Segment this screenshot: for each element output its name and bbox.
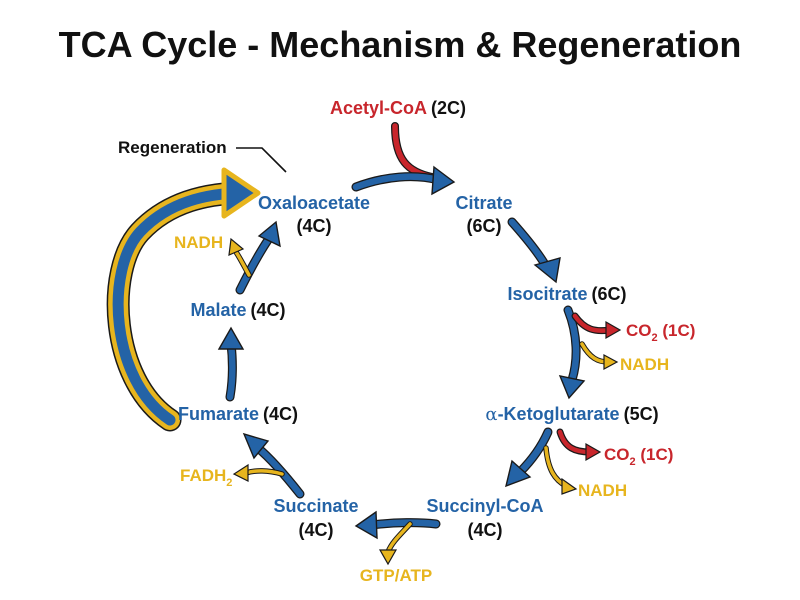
regeneration-pointer-line <box>236 147 287 173</box>
arrow-succinyl-coa-to-succinate <box>354 510 441 540</box>
node-succinate: Succinate (4C) <box>273 496 358 540</box>
citrate-carbons: (6C) <box>467 216 502 236</box>
product-fadh2: FADH2 <box>180 466 232 489</box>
arrow-succinate-to-fumarate <box>242 432 305 499</box>
succinyl-coa-carbons: (4C) <box>468 520 503 540</box>
regeneration-arrow <box>106 167 261 432</box>
oxaloacetate-name: Oxaloacetate <box>258 193 370 213</box>
product-nadh-ketoglutarate: NADH <box>578 481 627 500</box>
arrow-isocitrate-to-ketoglutarate <box>558 305 586 400</box>
arrow-citrate-to-isocitrate <box>507 217 561 284</box>
oxaloacetate-carbons: (4C) <box>297 216 332 236</box>
node-succinyl-coa: Succinyl-CoA (4C) <box>426 496 543 540</box>
node-alpha-ketoglutarate: α-Ketoglutarate(5C) <box>485 404 658 425</box>
succinate-carbons: (4C) <box>299 520 334 540</box>
arrow-malate-to-oxaloacetate <box>235 220 281 295</box>
node-fumarate: Fumarate(4C) <box>178 404 298 424</box>
product-nadh-isocitrate: NADH <box>620 355 669 374</box>
regeneration-label: Regeneration <box>118 138 227 157</box>
product-gtp-atp: GTP/ATP <box>360 566 432 585</box>
product-nadh-malate: NADH <box>174 233 223 252</box>
arrow-ketoglutarate-to-succinyl-coa <box>505 427 553 488</box>
node-isocitrate: Isocitrate(6C) <box>507 284 626 304</box>
arrow-oxaloacetate-to-citrate <box>351 165 456 196</box>
citrate-name: Citrate <box>455 193 512 213</box>
product-arrows <box>228 237 622 566</box>
succinyl-coa-name: Succinyl-CoA <box>426 496 543 516</box>
product-co2-ketoglutarate: CO2 (1C) <box>604 445 673 468</box>
arrow-fumarate-to-malate <box>217 326 245 402</box>
cycle-arrows <box>217 165 586 540</box>
node-citrate: Citrate (6C) <box>455 193 512 236</box>
succinate-name: Succinate <box>273 496 358 516</box>
acetyl-coa-label: Acetyl-CoA(2C) <box>330 98 466 118</box>
page-title: TCA Cycle - Mechanism & Regeneration <box>59 24 742 65</box>
node-malate: Malate(4C) <box>190 300 285 320</box>
node-oxaloacetate: Oxaloacetate (4C) <box>258 193 370 236</box>
product-co2-isocitrate: CO2 (1C) <box>626 321 695 344</box>
